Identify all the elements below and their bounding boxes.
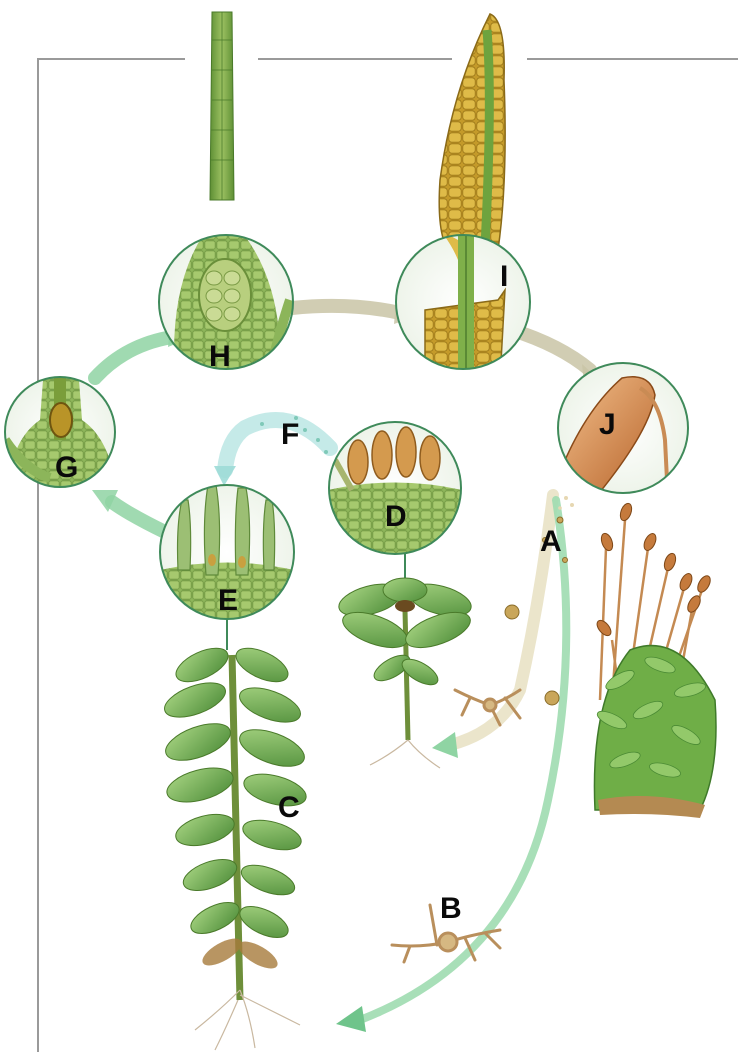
label-i: I: [500, 262, 508, 292]
label-h: H: [209, 342, 231, 372]
stage-j-capsule-circle: [556, 363, 688, 510]
stage-d-antheridia-circle: [328, 422, 462, 560]
i-calyptra: [439, 14, 505, 255]
label-g: G: [55, 453, 78, 483]
label-d: D: [385, 502, 407, 532]
label-j: J: [599, 410, 616, 440]
outer-frame: [38, 59, 738, 1052]
label-b: B: [440, 894, 462, 924]
arrow-h-to-i: [292, 306, 400, 313]
cycle-arrows: [92, 302, 606, 1032]
stage-h-embryo-circle: [159, 12, 293, 380]
label-f: F: [281, 420, 299, 450]
arrow-spores-head: [432, 732, 458, 758]
arrow-i-to-j: [512, 330, 590, 370]
label-e: E: [218, 586, 238, 616]
arrow-d-to-e: [225, 420, 330, 470]
arrow-e-to-g: [112, 502, 165, 532]
arrow-g-to-h: [95, 337, 172, 378]
arrow-d-to-e-head: [214, 466, 236, 486]
stage-i-sporophyte-circle: [396, 14, 530, 385]
moss-clump-with-sporophytes: [594, 502, 716, 818]
female-gametophyte-plant: [160, 641, 309, 1050]
arrow-a-to-c-head: [336, 1006, 366, 1032]
label-a: A: [540, 527, 562, 557]
label-c: C: [278, 793, 300, 823]
protonema-upper: [455, 690, 520, 725]
